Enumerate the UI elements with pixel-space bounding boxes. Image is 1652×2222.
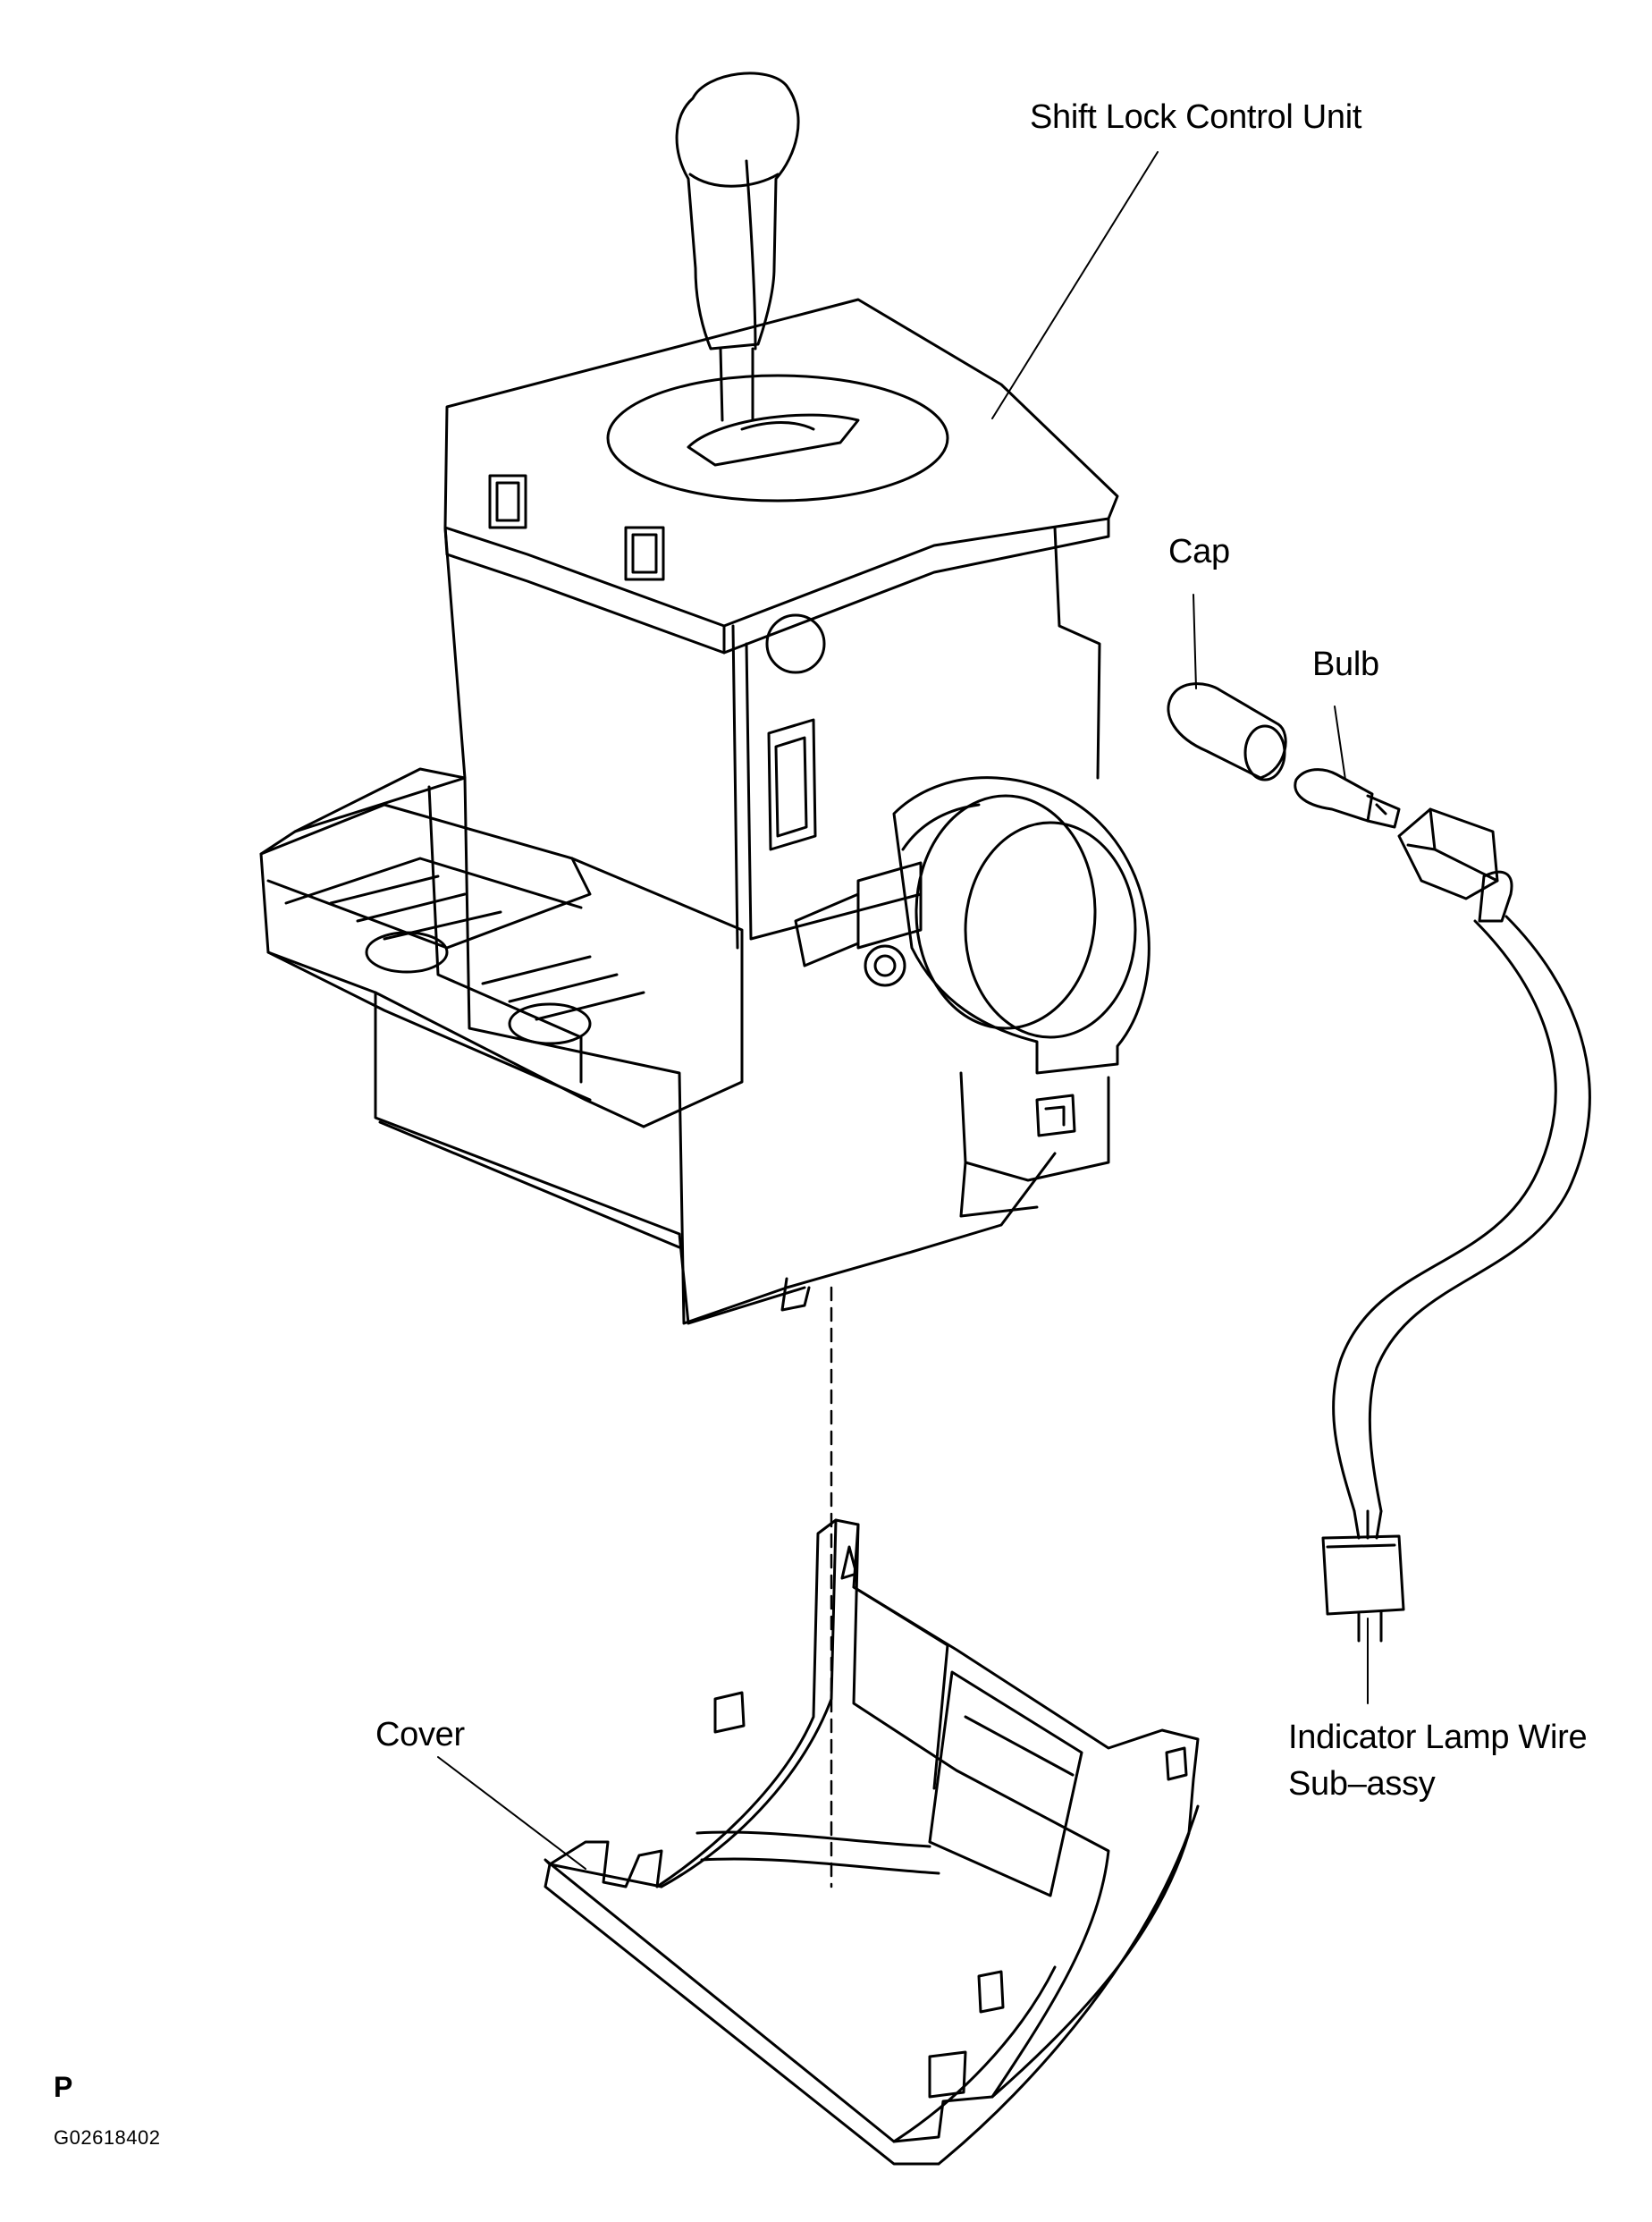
callout-bulb: Bulb	[1312, 646, 1379, 683]
callout-indicator-lamp-wire-line2: Sub–assy	[1288, 1765, 1436, 1803]
callout-indicator-lamp-wire: Indicator Lamp Wire Sub–assy	[1288, 1714, 1588, 1807]
callout-cap: Cap	[1168, 533, 1230, 570]
bulb-drawing	[1294, 768, 1401, 829]
leader-line-cap	[1193, 594, 1197, 689]
callout-cover: Cover	[375, 1716, 465, 1753]
page-mark: P	[54, 2071, 73, 2103]
cover-drawing	[544, 1518, 1200, 2166]
leader-line-shift-lock	[991, 151, 1159, 419]
leader-line-bulb	[1334, 705, 1346, 781]
figure-code: G02618402	[54, 2126, 161, 2149]
indicator-lamp-wire-drawing	[1321, 807, 1591, 1643]
callout-shift-lock-control-unit: Shift Lock Control Unit	[1030, 98, 1362, 136]
shift-lock-control-unit-drawing	[259, 72, 1150, 1325]
callout-indicator-lamp-wire-line1: Indicator Lamp Wire	[1288, 1719, 1588, 1756]
cap-drawing	[1167, 682, 1287, 782]
leader-line-cover	[437, 1756, 586, 1870]
